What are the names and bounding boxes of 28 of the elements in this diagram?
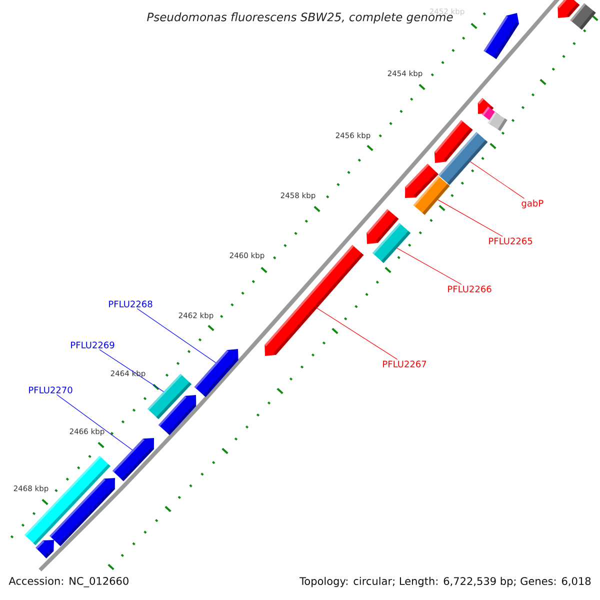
gene-feature [50, 478, 115, 546]
gene-bar [570, 3, 596, 30]
gene-label: PFLU2270 [29, 386, 72, 394]
gene-feature [484, 13, 519, 60]
leader-line [437, 199, 503, 237]
gene-bar [488, 112, 508, 132]
leader-line [316, 308, 398, 360]
leader-line [99, 349, 164, 392]
gene-label: gabP [522, 200, 544, 208]
gene-label: PFLU2265 [489, 238, 532, 244]
leader-line [136, 308, 216, 364]
gene-feature [558, 0, 580, 18]
gene-bar [413, 176, 450, 215]
leader-line [56, 394, 133, 450]
gene-feature [36, 540, 54, 558]
genome-info-text: Topology: circular; Length: 6,722,539 bp; Genes: 6,018 [300, 576, 591, 588]
gene-bar [372, 222, 411, 264]
gene-label: PFLU2268 [109, 300, 152, 308]
gene-bar [438, 132, 488, 185]
gene-label: PFLU2266 [448, 286, 492, 292]
gene-feature [158, 395, 196, 436]
gene-label: PFLU2269 [71, 342, 114, 348]
gene-feature [194, 349, 238, 397]
gene-feature [264, 245, 364, 356]
leader-line [396, 248, 462, 285]
gene-feature [112, 438, 154, 482]
accession-text: Accession: NC_012660 [8, 576, 128, 588]
gene-label: PFLU2267 [383, 360, 426, 368]
